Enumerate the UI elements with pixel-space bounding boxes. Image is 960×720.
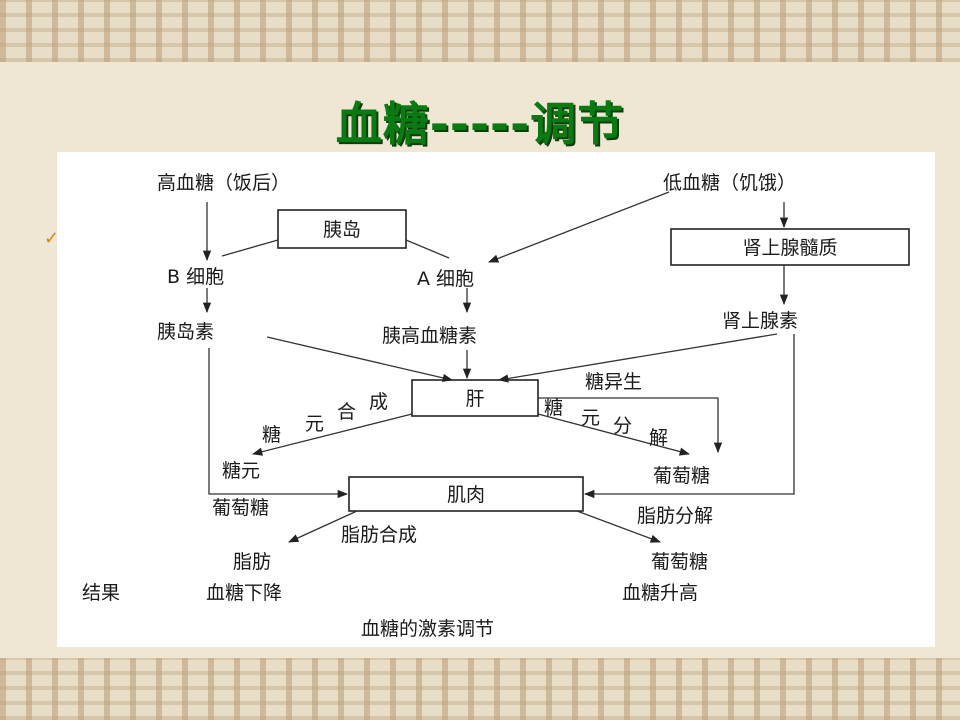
label-glycogen: 糖元 <box>222 460 260 482</box>
arrow-muscle-to-fat <box>288 510 358 543</box>
label-glycogen-synth-3: 合 <box>337 401 356 423</box>
arrow-gluconeogenesis <box>538 397 723 454</box>
decorative-top-border <box>0 0 960 62</box>
label-high-glucose: 高血糖（饭后） <box>157 172 290 194</box>
checkmark-icon: ✓ <box>44 228 60 249</box>
label-insulin: 胰岛素 <box>157 321 214 343</box>
label-glucose-up: 血糖升高 <box>622 582 698 604</box>
label-glycogen-break-1: 糖 <box>544 397 563 419</box>
arrow-adrenaline-to-liver <box>497 333 778 383</box>
label-glucose-in: 葡萄糖 <box>212 497 269 519</box>
arrow-liver-to-glycogen <box>251 413 413 456</box>
label-glycogen-synth-2: 元 <box>305 413 324 435</box>
glucose-regulation-diagram: 高血糖（饭后） 低血糖（饥饿） 胰岛 肾上腺髓质 B 细胞 A 细胞 胰岛素 胰… <box>57 152 935 647</box>
label-fat-synth: 脂肪合成 <box>341 524 417 546</box>
muscle-box <box>348 476 584 512</box>
arrow-insulin-to-muscle <box>208 348 349 499</box>
label-b-cell: B 细胞 <box>167 266 224 288</box>
label-fat: 脂肪 <box>233 551 271 573</box>
label-glycogen-synth-4: 成 <box>369 391 388 413</box>
label-glycogen-synth-1: 糖 <box>262 424 281 446</box>
label-a-cell: A 细胞 <box>417 268 474 290</box>
diagram-svg: 高血糖（饭后） 低血糖（饥饿） 胰岛 肾上腺髓质 B 细胞 A 细胞 胰岛素 胰… <box>82 172 910 640</box>
label-result: 结果 <box>82 582 120 604</box>
arrow-insulin-to-liver <box>266 336 454 382</box>
label-gluconeogenesis: 糖异生 <box>585 371 642 393</box>
adrenal-medulla-box <box>670 228 910 266</box>
label-adrenal-medulla: 肾上腺髓质 <box>742 237 837 259</box>
label-fat-breakdown: 脂肪分解 <box>637 505 713 527</box>
arrow-liver-to-glucose <box>537 413 691 456</box>
label-glucose-down: 血糖下降 <box>206 582 282 604</box>
islet-box <box>277 209 407 249</box>
diagram-caption: 血糖的激素调节 <box>361 618 494 640</box>
label-low-glucose: 低血糖（饥饿） <box>663 172 796 194</box>
line-islet-to-bcell <box>221 239 279 257</box>
label-muscle: 肌肉 <box>447 484 485 506</box>
label-glucagon: 胰高血糖素 <box>382 325 477 347</box>
arrow-low-to-acell <box>488 191 670 263</box>
label-adrenaline: 肾上腺素 <box>722 310 798 332</box>
label-glycogen-break-2: 元 <box>581 407 600 429</box>
label-islet: 胰岛 <box>323 219 361 241</box>
label-glucose-out: 葡萄糖 <box>651 551 708 573</box>
label-glucose-liver: 葡萄糖 <box>653 465 710 487</box>
decorative-bottom-border <box>0 658 960 720</box>
line-islet-to-acell <box>405 239 450 259</box>
label-glycogen-break-3: 分 <box>613 415 632 437</box>
slide-title: 血糖-----调节 <box>335 97 625 151</box>
label-glycogen-break-4: 解 <box>649 427 668 449</box>
label-liver: 肝 <box>465 388 484 410</box>
arrow-muscle-to-glucose <box>576 510 661 543</box>
arrow-adrenaline-to-muscle <box>583 334 795 499</box>
